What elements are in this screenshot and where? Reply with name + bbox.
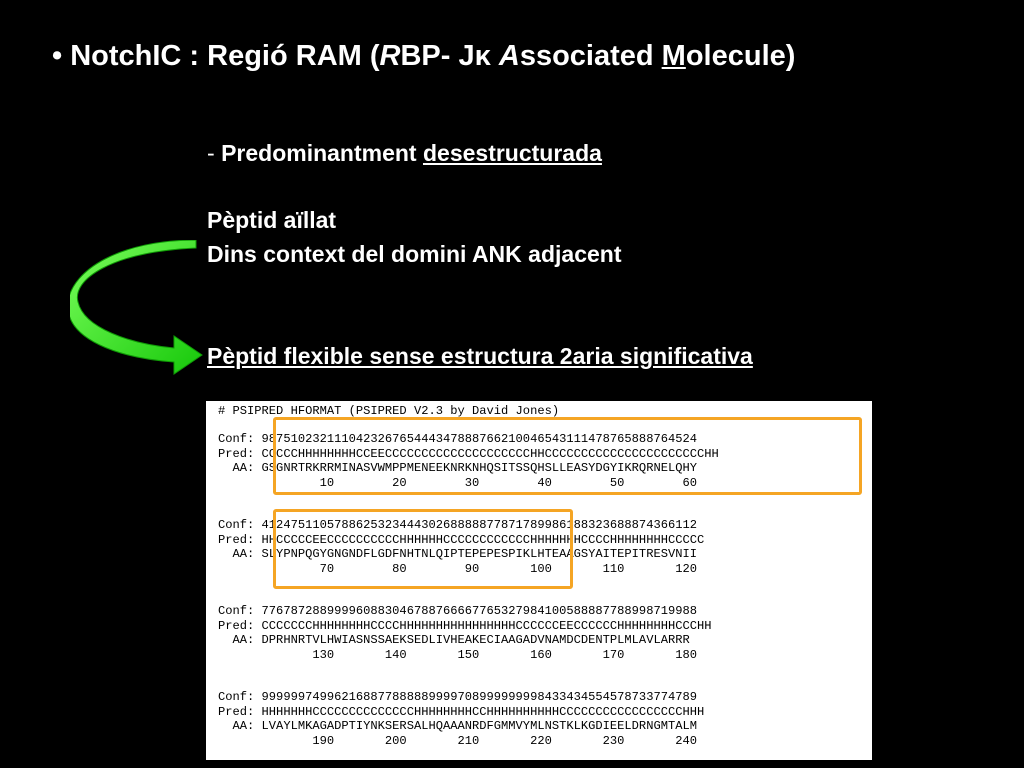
position-row: 190 200 210 220 230 240 — [218, 733, 697, 748]
title-part1: NotchIC : Regió RAM ( — [70, 40, 380, 72]
title-part4: olecule) — [685, 40, 796, 72]
line1-prefix: Predominantment — [221, 140, 423, 166]
pred-row: Pred: CCCCCCCHHHHHHHHCCCCHHHHHHHHHHHHHHH… — [218, 618, 712, 633]
pred-row: Pred: HHCCCCCEECCCCCCCCCCHHHHHHCCCCCCCCC… — [218, 532, 705, 547]
pred-row: Pred: HHHHHHHCCCCCCCCCCCCCCHHHHHHHHCCHHH… — [218, 704, 705, 719]
aa-row: AA: GSGNRTRKRRMINASVWMPPMENEEKNRKNHQSITS… — [218, 461, 698, 475]
highlight-box-ram-region-1 — [273, 417, 862, 495]
title-part3: ssociated — [519, 40, 662, 72]
conf-row: Conf: 4124751105788625323444302688888778… — [218, 518, 697, 532]
line-predominantment: - Predominantment desestructurada — [207, 140, 602, 167]
line-dins-context: Dins context del domini ANK adjacent — [207, 241, 622, 267]
line-dash: - — [207, 140, 215, 166]
line1-underlined: desestructurada — [422, 140, 602, 166]
title-m-underlined: M — [661, 40, 686, 72]
line-peptid-flexible: Pèptid flexible sense estructura 2aria s… — [207, 343, 753, 369]
arrow-shape — [70, 240, 203, 375]
pred-row: Pred: CCCCCHHHHHHHHCCEECCCCCCCCCCCCCCCCC… — [218, 446, 719, 461]
position-row: 70 80 90 100 110 120 — [218, 561, 697, 576]
aa-row: AA: DPRHNRTVLHWIASNSSAEKSEDLIVHEAKECIAAG… — [218, 633, 690, 647]
position-row: 10 20 30 40 50 60 — [218, 475, 697, 490]
psipred-block-2: Conf: 4124751105788625323444302688888778… — [218, 518, 704, 576]
aa-row: AA: SLYPNPQGYGNGNDFLGDFNHTNLQIPTEPEPESPI… — [218, 547, 698, 561]
psipred-header: # PSIPRED HFORMAT (PSIPRED V2.3 by David… — [218, 404, 560, 418]
title-bullet: • — [52, 40, 63, 72]
title-part2: BP- J — [400, 40, 475, 72]
position-row: 130 140 150 160 170 180 — [218, 647, 697, 662]
conf-row: Conf: 9999997499621688778888899997089999… — [218, 690, 697, 704]
highlight-box-ram-region-2 — [273, 509, 573, 589]
psipred-block-1: Conf: 9875102321110423267654443478887662… — [218, 432, 719, 490]
aa-row: AA: LVAYLMKAGADPTIYNKSERSALHQAAANRDFGMMV… — [218, 719, 698, 733]
conf-row: Conf: 7767872889999608830467887666677653… — [218, 604, 697, 618]
curved-arrow-icon — [70, 240, 203, 375]
title-r-italic: R — [379, 40, 401, 72]
psipred-block-3: Conf: 7767872889999608830467887666677653… — [218, 604, 712, 662]
line-peptid-aillat: Pèptid aïllat — [207, 207, 337, 233]
psipred-output-image: # PSIPRED HFORMAT (PSIPRED V2.3 by David… — [206, 401, 872, 760]
slide-title: • NotchIC : Regió RAM (RBP- Jκ Associate… — [52, 40, 795, 73]
psipred-block-4: Conf: 9999997499621688778888899997089999… — [218, 690, 704, 748]
title-a-italic: A — [498, 40, 520, 72]
title-kappa: κ — [474, 40, 491, 72]
conf-row: Conf: 9875102321110423267654443478887662… — [218, 432, 697, 446]
